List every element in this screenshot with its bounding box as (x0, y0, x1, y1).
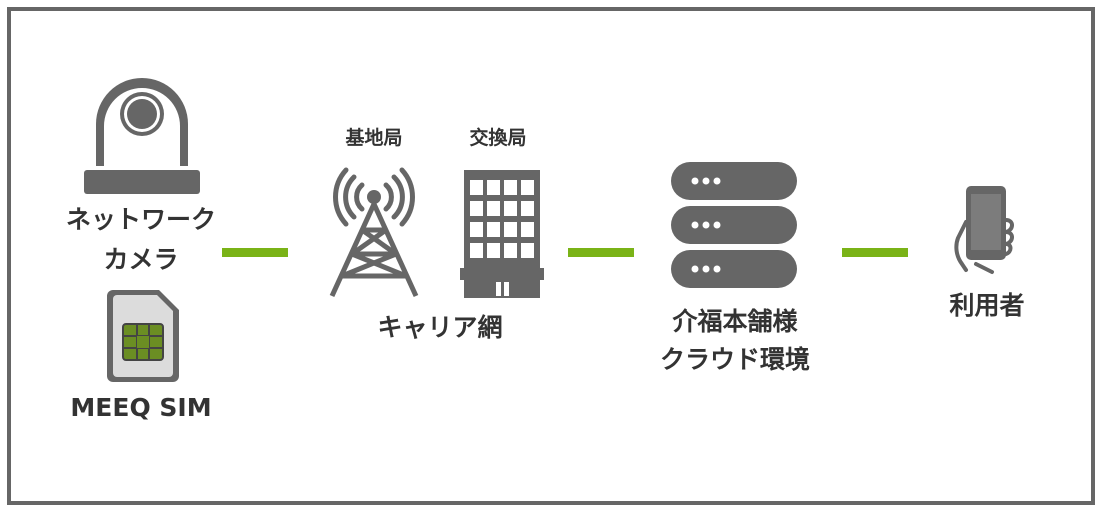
connector-camera-carrier (222, 248, 288, 257)
cloud-server-icon (671, 162, 797, 288)
base-station-tower-icon (329, 167, 419, 298)
exchange-building-icon (460, 170, 544, 298)
cloud-label-line1: 介福本舗様 (672, 307, 798, 336)
diagram-frame (7, 7, 1095, 505)
base-station-label: 基地局 (345, 127, 403, 149)
connector-carrier-cloud (568, 248, 634, 257)
connector-cloud-user (842, 248, 908, 257)
carrier-network-label: キャリア網 (377, 313, 503, 342)
camera-label-line1: ネットワーク (65, 205, 216, 234)
sim-card-icon (107, 290, 179, 382)
network-camera-icon (84, 78, 200, 194)
sim-label: MEEQ SIM (70, 393, 212, 422)
exchange-label: 交換局 (469, 127, 527, 149)
user-label: 利用者 (949, 291, 1025, 320)
camera-label-line2: カメラ (103, 245, 179, 274)
smartphone-hand-icon (954, 186, 1014, 274)
cloud-label-line2: クラウド環境 (659, 345, 810, 374)
